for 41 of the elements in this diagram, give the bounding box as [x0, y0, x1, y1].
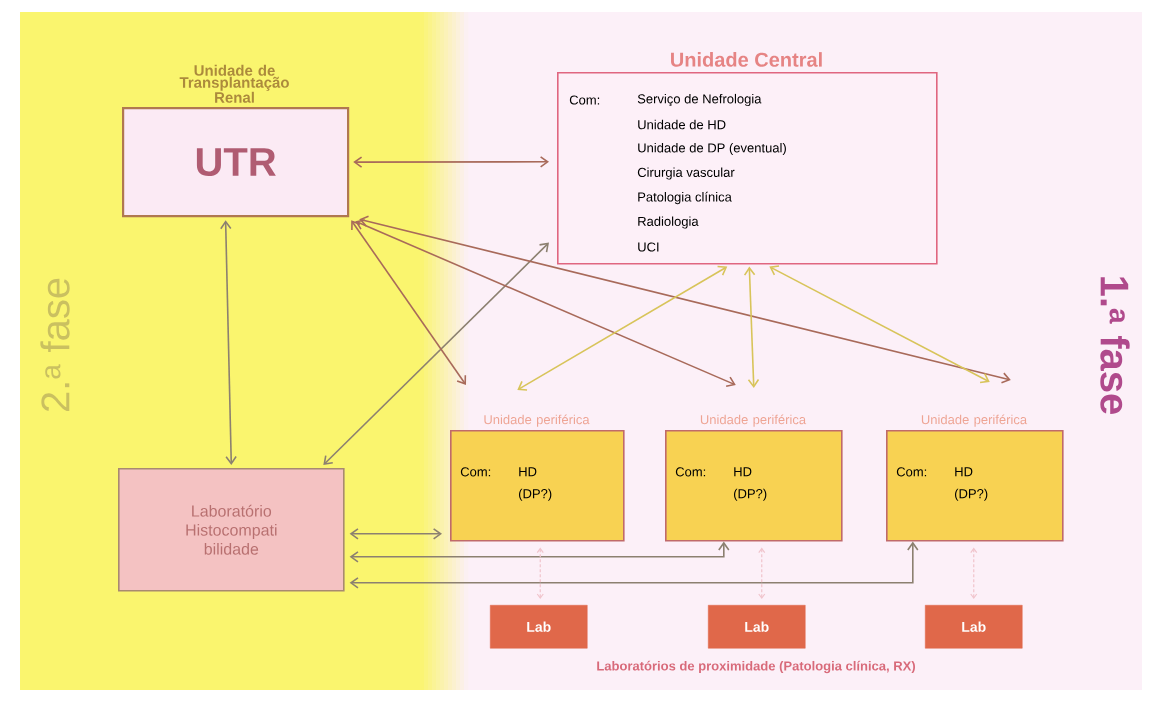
arrow — [323, 242, 549, 465]
unit-box: UTR — [122, 107, 350, 218]
arrow — [349, 541, 919, 589]
arrow — [743, 266, 760, 388]
arrow — [349, 541, 730, 563]
lab-box: Laboratório Histocompati bilidade — [118, 468, 345, 592]
service-item: UCI — [638, 242, 659, 252]
connector — [970, 547, 978, 599]
arrow — [517, 265, 728, 391]
unit-heading: Unidade Central — [671, 52, 822, 67]
caption-text: Laboratórios de proximidade (Patologia clínica, RX) — [597, 660, 915, 674]
com-label: Com: — [675, 467, 706, 477]
service-item: Serviço de Nefrologia — [637, 93, 762, 107]
arrow — [359, 215, 1011, 384]
arrow — [351, 220, 467, 385]
com-label: Com: — [460, 467, 491, 477]
service-item: Patologia clínica — [638, 191, 732, 205]
arrow — [353, 156, 549, 168]
service-item: Radiologia — [638, 216, 699, 229]
connector — [536, 547, 544, 599]
unit-heading: Unidade de Transplantação Renal — [179, 64, 289, 103]
arrow — [349, 528, 442, 540]
service-item: HD (DP?) — [519, 467, 552, 501]
lab-box: Lab — [490, 605, 588, 649]
service-item: HD (DP?) — [955, 467, 988, 501]
service-item: Unidade de HD — [638, 119, 726, 130]
lab-box: Lab — [708, 605, 806, 649]
arrow — [355, 219, 736, 388]
lab-box: Lab — [925, 605, 1023, 649]
service-item: HD (DP?) — [734, 467, 767, 501]
connector — [758, 547, 766, 599]
unit-heading: Unidade periférica — [700, 414, 807, 427]
com-label: Com: — [896, 467, 927, 477]
service-item: Unidade de DP (eventual) — [638, 142, 786, 156]
unit-heading: Unidade periférica — [484, 414, 590, 427]
arrow — [769, 265, 990, 384]
unit-heading: Unidade periférica — [921, 414, 1028, 427]
arrow — [220, 220, 237, 465]
com-label: Com: — [569, 95, 600, 105]
phase-label: 1.$^{a}$ fase — [1100, 277, 1130, 414]
service-item: Cirurgia vascular — [637, 167, 735, 180]
